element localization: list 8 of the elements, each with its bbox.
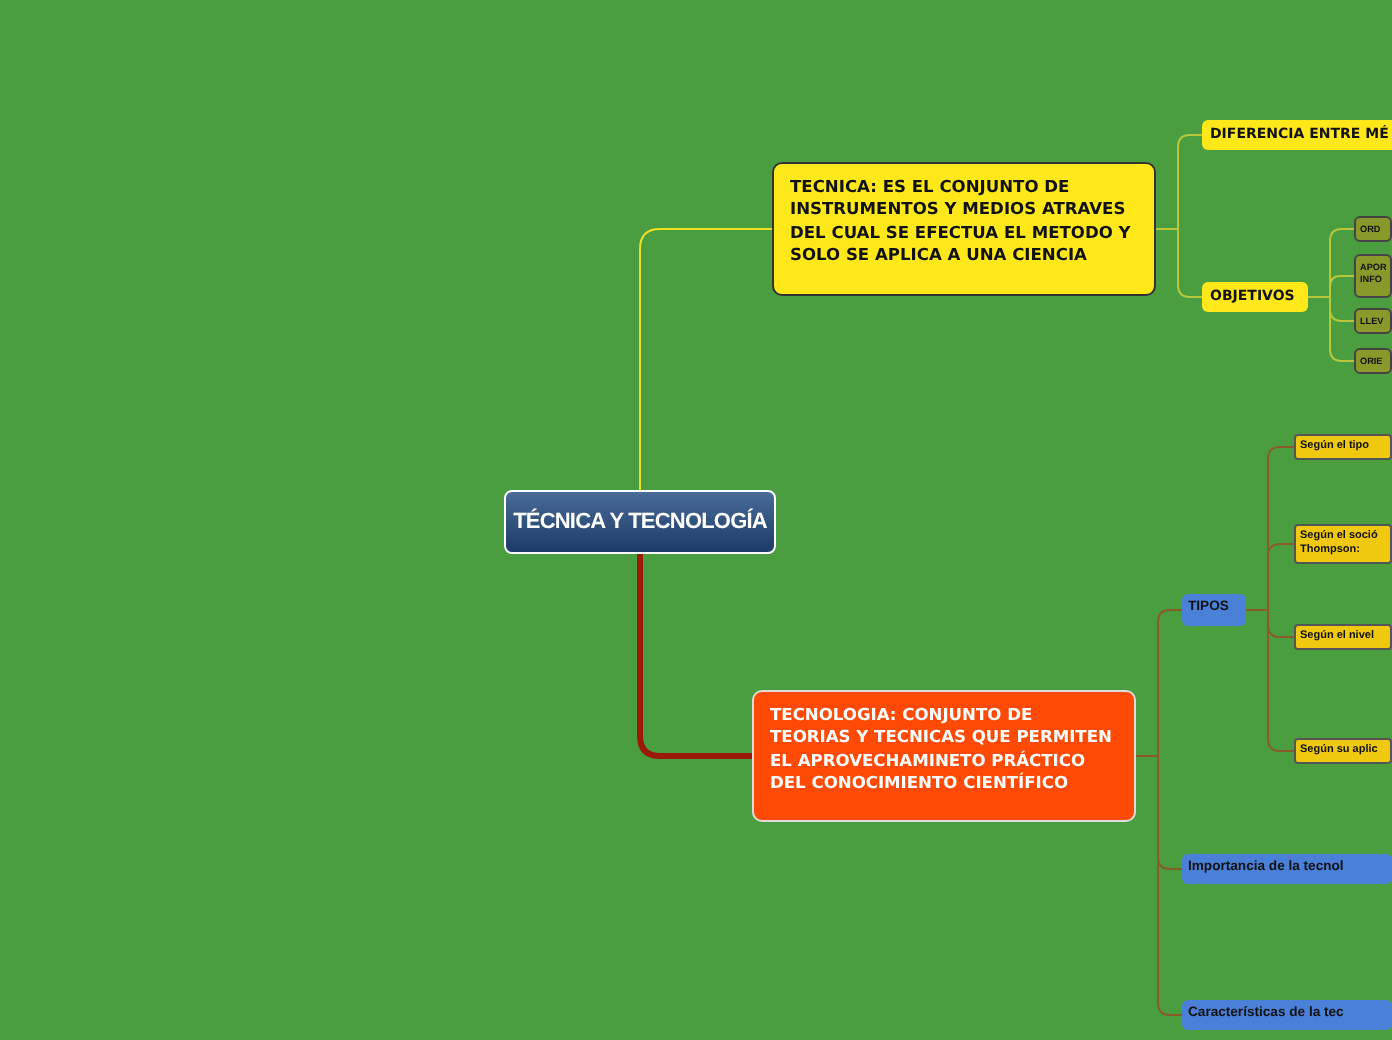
connector-line [637,554,752,759]
definition-box: TECNOLOGIA: CONJUNTO DE TEORIAS Y TECNICAS QUE PERMITEN EL APROVECHAMINETO PRÁCTICO DEL CONOCIMIENTO CIENTÍFICO [752,690,1136,822]
connector-line [639,228,773,491]
connector-line [1245,609,1295,752]
connector-line [1307,296,1355,362]
title-box: TÉCNICA Y TECNOLOGÍA [504,490,776,554]
connector-line [1135,755,1183,1016]
definition-box: TECNICA: ES EL CONJUNTO DE INSTRUMENTOS Y MEDIOS ATRAVES DEL CUAL SE EFECTUA EL METODO Y SOLO SE APLICA A UNA CIENCIA [772,162,1156,296]
